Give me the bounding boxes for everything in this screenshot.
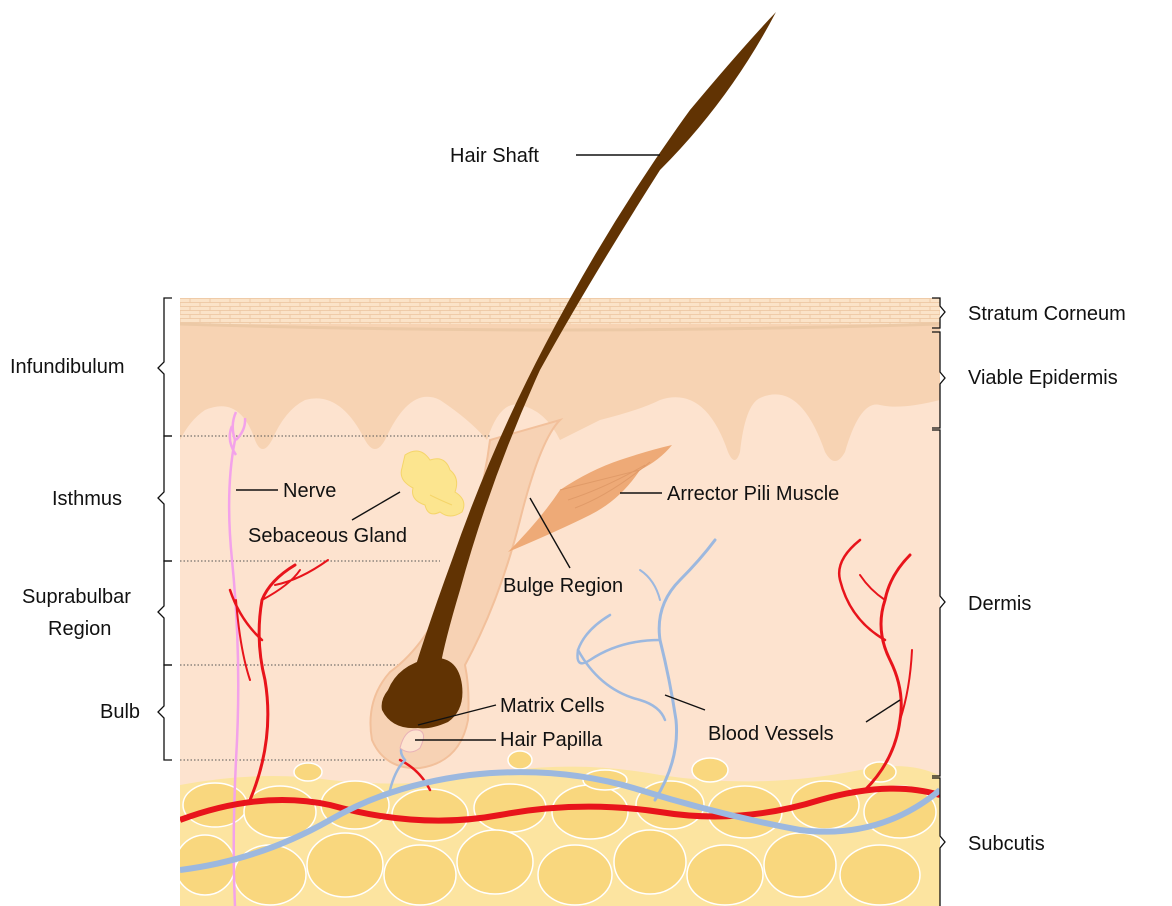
label-suprabulbar-region: Region	[48, 618, 111, 640]
label-suprabulbar: Suprabulbar	[22, 586, 131, 608]
label-isthmus: Isthmus	[52, 488, 122, 510]
label-infundibulum: Infundibulum	[10, 356, 125, 378]
label-bulb: Bulb	[100, 701, 140, 723]
skin-block	[175, 298, 940, 906]
label-stratum-corneum: Stratum Corneum	[968, 303, 1126, 325]
label-blood-vessels: Blood Vessels	[708, 723, 834, 745]
label-nerve: Nerve	[283, 480, 336, 502]
label-arrector-pili-muscle: Arrector Pili Muscle	[667, 483, 839, 505]
label-bulge-region: Bulge Region	[503, 575, 623, 597]
label-matrix-cells: Matrix Cells	[500, 695, 604, 717]
label-subcutis: Subcutis	[968, 833, 1045, 855]
label-sebaceous-gland: Sebaceous Gland	[248, 525, 407, 547]
left-level-braces	[158, 298, 172, 760]
label-hair-papilla: Hair Papilla	[500, 729, 603, 751]
label-dermis: Dermis	[968, 593, 1031, 615]
label-hair-shaft: Hair Shaft	[450, 145, 539, 167]
label-viable-epidermis: Viable Epidermis	[968, 367, 1118, 389]
